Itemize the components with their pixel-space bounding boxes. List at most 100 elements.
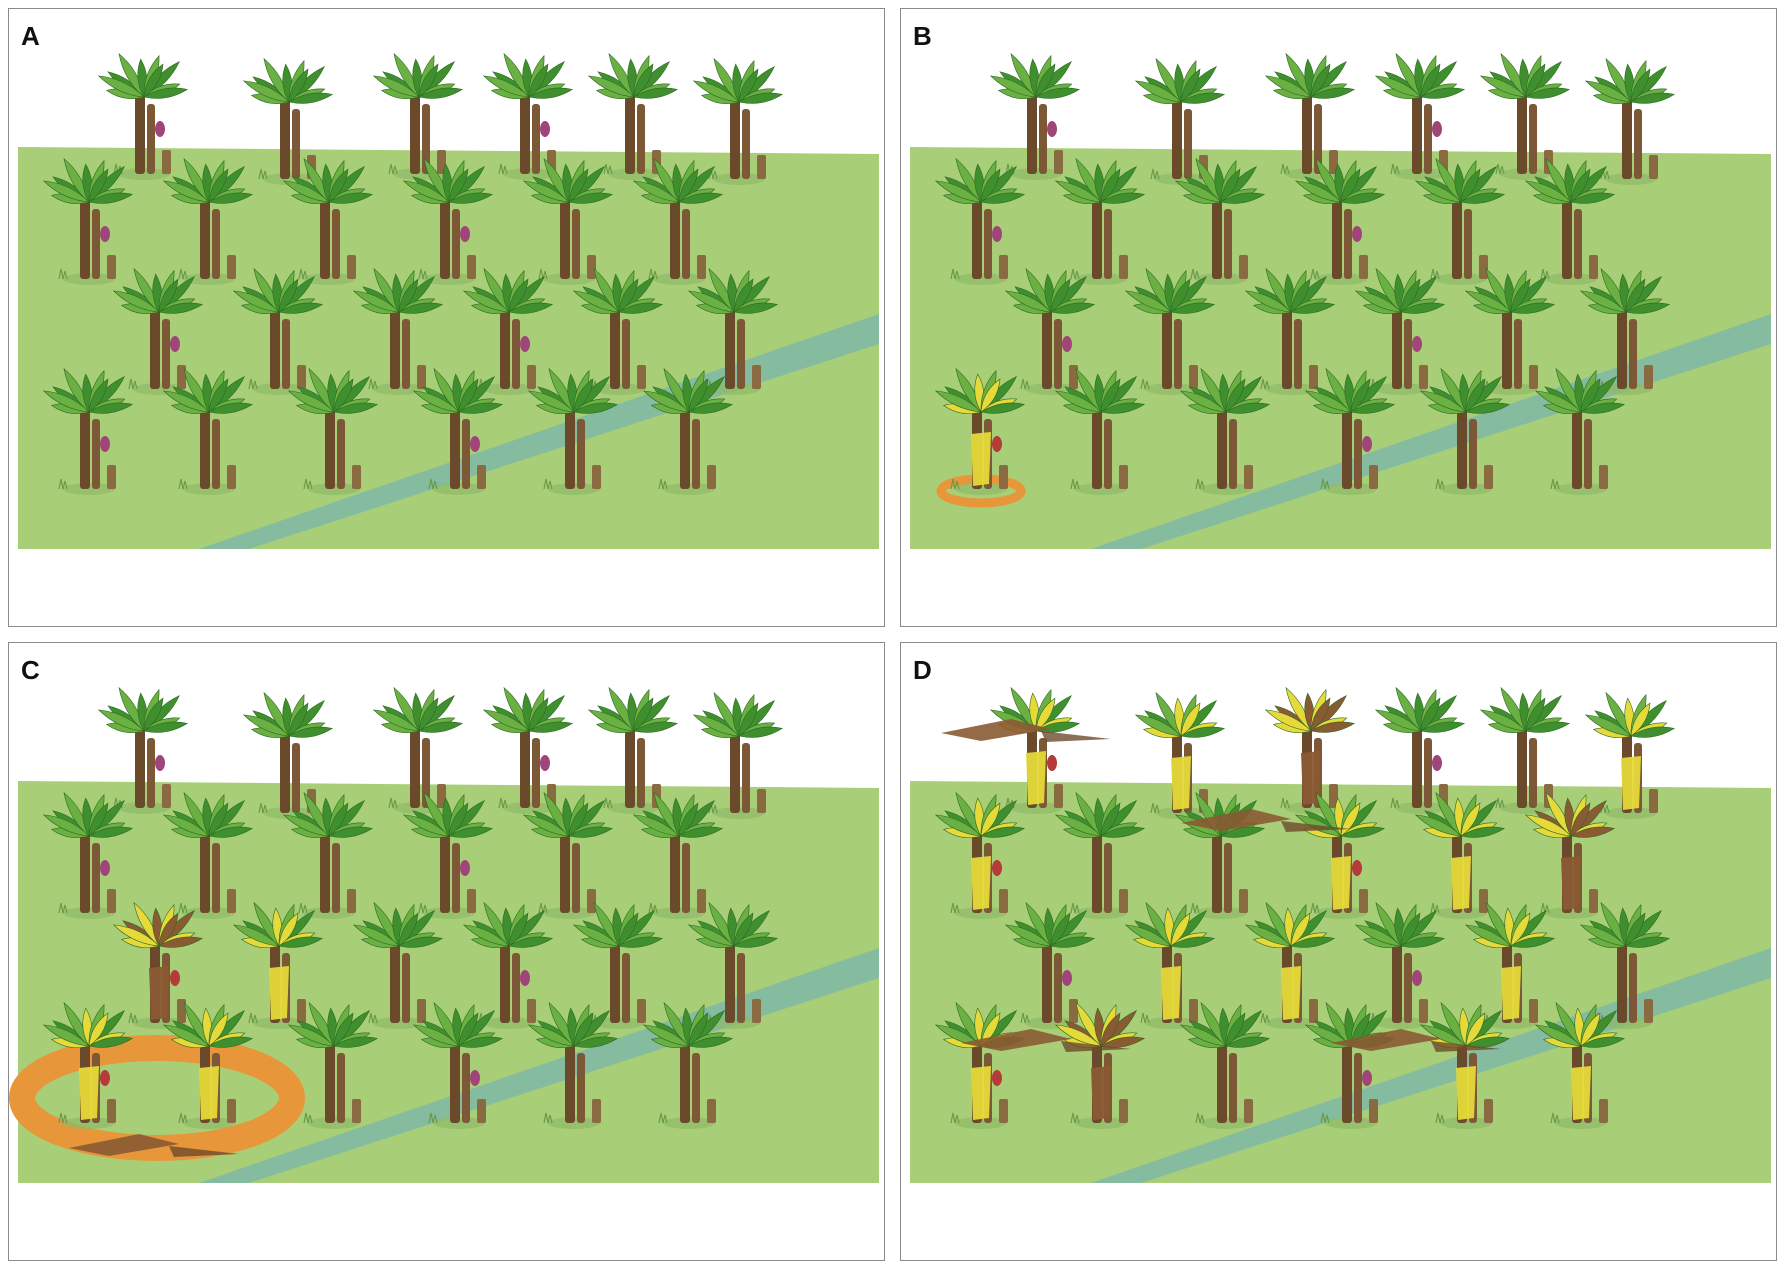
banana-plant xyxy=(687,267,779,395)
sucker-stump xyxy=(752,365,761,389)
sucker-stump xyxy=(162,150,171,174)
banana-plant xyxy=(42,1001,134,1129)
pseudostem xyxy=(390,304,400,389)
pseudostem xyxy=(1224,843,1232,913)
banana-leaf xyxy=(1290,936,1336,948)
banana-leaf xyxy=(1050,936,1096,948)
grass-tuft xyxy=(658,1112,668,1124)
plant-shadow xyxy=(1265,383,1317,395)
sucker-stump xyxy=(587,889,596,913)
plant-shadow xyxy=(1325,483,1377,495)
banana-leaf xyxy=(162,180,210,203)
banana-plant xyxy=(1374,686,1466,814)
banana-leaf xyxy=(1510,278,1531,313)
sucker-stump xyxy=(1309,999,1318,1023)
banana-plant xyxy=(402,157,494,285)
pseudostem xyxy=(637,104,645,174)
banana-leaf xyxy=(1354,924,1402,947)
plant-shadow xyxy=(1545,907,1597,919)
banana-plant xyxy=(989,52,1081,180)
pseudostem xyxy=(1404,953,1412,1023)
fallen-plant xyxy=(961,1029,1131,1052)
banana-plant xyxy=(232,267,324,395)
sucker-stump xyxy=(1419,365,1428,389)
banana-leaf xyxy=(1625,278,1646,313)
sucker-stump xyxy=(1649,155,1658,179)
grass-tuft xyxy=(303,478,313,490)
banana-leaf xyxy=(208,402,254,414)
banana-plant xyxy=(372,686,464,814)
pseudostem xyxy=(332,209,340,279)
plant-shadow xyxy=(1010,802,1062,814)
plant-shadow xyxy=(653,907,705,919)
sucker-stump xyxy=(1589,255,1598,279)
plant-shadow xyxy=(1325,1117,1377,1129)
banana-leaf xyxy=(88,826,134,838)
yellowed-leaf-skirt xyxy=(1281,966,1301,1020)
banana-leaf xyxy=(242,80,290,103)
pseudostem xyxy=(560,194,570,279)
pseudostem xyxy=(1104,419,1112,489)
grass-tuft xyxy=(1320,1112,1330,1124)
plant-shadow xyxy=(713,173,765,185)
pseudostem xyxy=(622,319,630,389)
pseudostem xyxy=(1042,304,1052,389)
plant-shadow xyxy=(433,483,485,495)
yellowed-leaf-skirt xyxy=(269,966,289,1020)
pseudostem xyxy=(1332,194,1342,279)
pseudostem xyxy=(325,404,335,489)
grass-tuft xyxy=(303,1112,313,1124)
banana-leaf xyxy=(1460,168,1481,203)
sucker-stump xyxy=(1479,889,1488,913)
banana-leaf xyxy=(980,802,1001,837)
grass-tuft xyxy=(1140,1012,1150,1024)
pseudostem xyxy=(682,209,690,279)
banana-leaf xyxy=(1420,87,1466,99)
grass-tuft xyxy=(498,797,508,809)
banana-leaf xyxy=(678,826,724,838)
sucker-stump xyxy=(999,1099,1008,1123)
sucker-stump xyxy=(227,889,236,913)
pseudostem xyxy=(1104,843,1112,913)
banana-plant xyxy=(522,791,614,919)
banana-leaf xyxy=(1310,63,1331,98)
banana-leaf xyxy=(1350,378,1371,413)
banana-leaf xyxy=(1035,697,1056,732)
banana-leaf xyxy=(158,302,204,314)
banana-leaf xyxy=(1570,826,1616,838)
banana-plant xyxy=(1479,686,1571,814)
plant-shadow xyxy=(1075,273,1127,285)
banana-leaf xyxy=(278,912,299,947)
pseudostem xyxy=(410,89,420,174)
grass-tuft xyxy=(1140,378,1150,390)
yellowed-leaf-skirt xyxy=(971,856,991,910)
banana-leaf xyxy=(328,168,349,203)
banana-flower xyxy=(100,860,110,876)
banana-leaf xyxy=(980,402,1026,414)
sucker-stump xyxy=(1649,789,1658,813)
banana-leaf xyxy=(568,168,589,203)
pseudostem xyxy=(670,828,680,913)
banana-plant xyxy=(1054,367,1146,495)
plant-shadow xyxy=(118,168,170,180)
banana-leaf xyxy=(333,378,354,413)
sucker-stump xyxy=(347,255,356,279)
banana-plant xyxy=(1374,52,1466,180)
banana-leaf xyxy=(1174,180,1222,203)
banana-leaf xyxy=(1220,826,1266,838)
pseudostem xyxy=(577,1053,585,1123)
banana-leaf xyxy=(458,378,479,413)
sucker-stump xyxy=(999,255,1008,279)
grass-tuft xyxy=(298,268,308,280)
pseudostem xyxy=(1424,738,1432,808)
banana-leaf xyxy=(97,709,145,732)
banana-leaf xyxy=(352,924,400,947)
fallen-trunk xyxy=(69,1134,179,1156)
banana-plant xyxy=(1179,1001,1271,1129)
banana-leaf xyxy=(1534,390,1582,413)
banana-plant xyxy=(412,1001,504,1129)
sucker-stump xyxy=(467,255,476,279)
banana-leaf xyxy=(528,697,549,732)
yellowed-leaf-skirt xyxy=(1026,751,1046,805)
plant-shadow xyxy=(1555,1117,1607,1129)
